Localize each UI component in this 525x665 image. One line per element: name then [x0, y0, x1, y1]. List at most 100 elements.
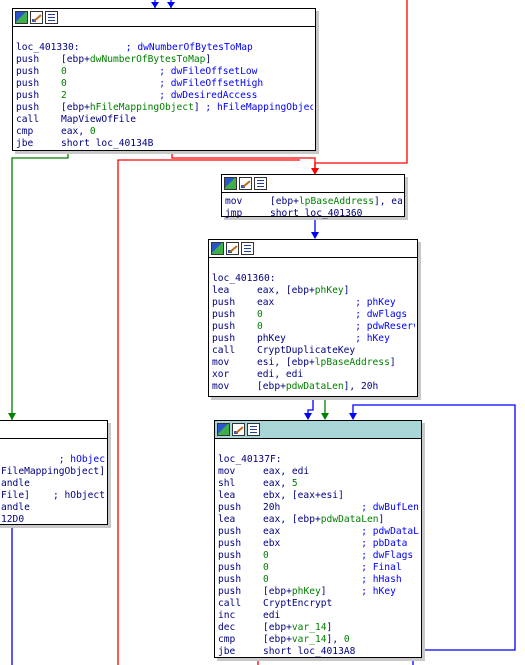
asm-symbol[interactable]: dwNumberOfBytesToMap — [89, 54, 206, 65]
block-header — [0, 421, 107, 439]
label-line: loc_40137F: — [218, 454, 419, 466]
block-label[interactable]: loc_401360: — [212, 273, 276, 284]
asm-symbol[interactable]: 0 — [343, 634, 350, 645]
asm-line[interactable]: andle — [1, 478, 105, 490]
asm-symbol[interactable]: 2 — [61, 90, 67, 101]
asm-operand: eax, — [263, 478, 292, 489]
asm-symbol[interactable]: 0 — [61, 66, 67, 77]
asm-symbol[interactable]: pdwDataLen — [320, 514, 379, 525]
asm-symbol[interactable]: 0 — [89, 126, 96, 137]
asm-symbol[interactable]: lpBaseAddress — [298, 196, 374, 207]
arrowhead-block2 — [311, 168, 319, 175]
asm-symbol[interactable]: phKey — [291, 586, 321, 597]
edit-icon[interactable] — [226, 242, 239, 255]
asm-operand: CryptDuplicateKey — [257, 345, 356, 356]
edit-icon[interactable] — [30, 11, 43, 24]
edit-icon[interactable] — [232, 423, 245, 436]
asm-line[interactable]: 12D0 — [1, 514, 105, 526]
asm-pad — [286, 333, 355, 344]
arrowhead-block4-c — [349, 413, 357, 420]
asm-operand: ebx, [eax+esi] — [263, 490, 344, 501]
asm-symbol[interactable]: phKey — [314, 285, 344, 296]
asm-line[interactable]: mov[ebp+pdwDataLen], 20h — [212, 381, 415, 393]
asm-operand: ] — [343, 285, 350, 296]
listing-icon[interactable] — [247, 423, 260, 436]
asm-symbol[interactable]: var_14 — [291, 622, 327, 633]
listing-icon[interactable] — [254, 177, 267, 190]
asm-line[interactable]: FileMappingObject] — [1, 466, 105, 478]
asm-symbol[interactable]: 0 — [263, 550, 269, 561]
asm-symbol[interactable]: 5 — [291, 478, 298, 489]
asm-line[interactable]: push[ebp+hFileMappingObject] ; hFileMapp… — [16, 102, 313, 114]
asm-symbol[interactable]: 0 — [61, 78, 67, 89]
block-label[interactable]: loc_40137F: — [218, 454, 282, 465]
asm-line[interactable]: mov[ebp+lpBaseAddress], eax — [225, 196, 402, 208]
graph-icon[interactable] — [224, 177, 237, 190]
asm-comment: ; dwFlags — [361, 550, 414, 561]
code-block-mov-jmp[interactable]: mov[ebp+lpBaseAddress], eaxjmpshort loc_… — [221, 174, 405, 220]
graph-icon[interactable] — [217, 423, 230, 436]
arrowhead-block4-a — [304, 413, 312, 420]
listing-icon[interactable] — [45, 11, 58, 24]
code-block-loc-401330[interactable]: loc_401330: ; dwNumberOfBytesToMap push[… — [12, 8, 316, 151]
graph-icon[interactable] — [211, 242, 224, 255]
asm-symbol[interactable]: lpBaseAddress — [314, 357, 390, 368]
asm-comment: ; pdwReserved — [355, 321, 415, 332]
asm-line[interactable]: cmp[ebp+var_14], 0 — [218, 634, 419, 646]
asm-line[interactable]: push[ebp+dwNumberOfBytesToMap] — [16, 54, 313, 66]
label-comment: ; dwNumberOfBytesToMap — [125, 42, 253, 53]
asm-symbol[interactable]: 0 — [263, 574, 269, 585]
asm-line[interactable]: andle — [1, 502, 105, 514]
asm-symbol[interactable]: var_14 — [291, 634, 327, 645]
asm-symbol[interactable]: pdwDataLen — [285, 381, 344, 392]
listing-icon[interactable] — [241, 242, 254, 255]
edit-icon[interactable] — [239, 177, 252, 190]
asm-line[interactable]: ; hObject — [1, 454, 105, 466]
asm-operand: eax — [257, 297, 275, 308]
asm-line[interactable]: File] ; hObject — [1, 490, 105, 502]
asm-mnemonic: push — [212, 333, 236, 344]
asm-symbol[interactable]: 0 — [257, 321, 263, 332]
block-header — [13, 9, 315, 27]
graph-icon[interactable] — [15, 11, 28, 24]
asm-symbol[interactable]: 0 — [263, 562, 269, 573]
block-label[interactable]: loc_401330: — [16, 42, 80, 53]
asm-line[interactable]: push[ebp+phKey] ; hKey — [218, 586, 419, 598]
asm-symbol[interactable]: hFileMappingObject — [89, 102, 194, 113]
asm-line[interactable]: dec[ebp+var_14] — [218, 622, 419, 634]
asm-symbol[interactable]: 0 — [257, 309, 263, 320]
asm-operand: CryptEncrypt — [263, 598, 333, 609]
